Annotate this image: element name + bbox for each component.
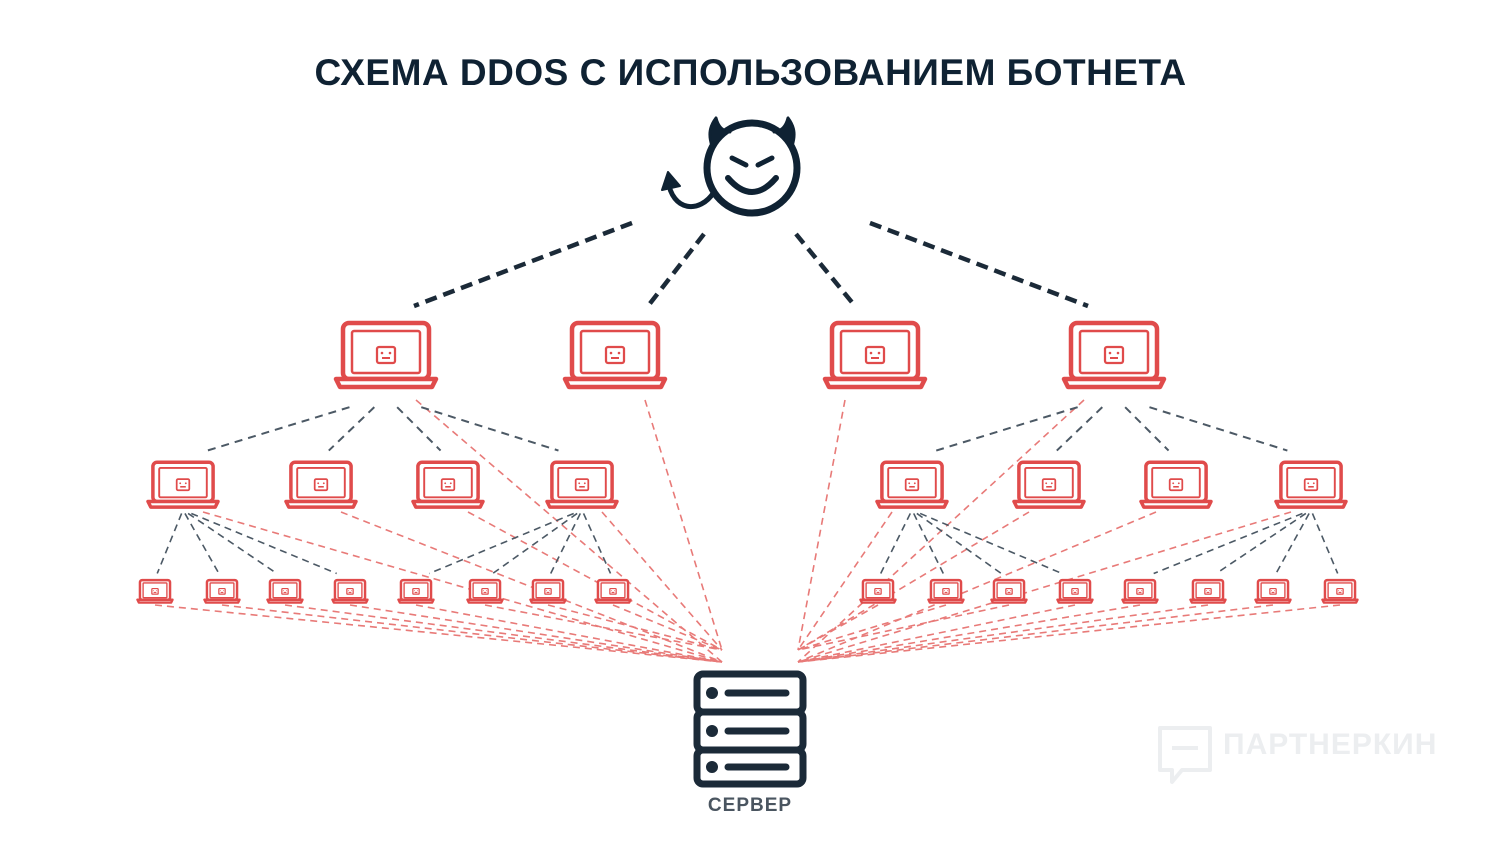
laptop-icon [136, 578, 174, 604]
laptop-icon [990, 578, 1028, 604]
attack-line [202, 511, 723, 663]
control-line [794, 232, 857, 308]
laptop-icon [545, 460, 619, 509]
attack-line [644, 399, 723, 651]
laptop-icon [203, 578, 241, 604]
botnet-line [396, 406, 442, 452]
attack-line [601, 511, 723, 651]
chat-bubble-logo-icon [1158, 726, 1212, 784]
laptop-icon [397, 578, 435, 604]
laptop-icon [1056, 578, 1094, 604]
attack-line [797, 399, 846, 651]
laptop-icon [927, 578, 965, 604]
laptop-icon [822, 320, 928, 390]
botnet-line [420, 406, 559, 452]
attack-line [797, 604, 947, 651]
botnet-line [1124, 406, 1170, 452]
control-line [413, 220, 633, 309]
laptop-icon [859, 578, 897, 604]
botnet-line [1215, 512, 1307, 575]
attack-line [797, 604, 1141, 663]
botnet-line [916, 512, 1002, 575]
bots [136, 320, 1359, 604]
page-title: СХЕМА DDOS С ИСПОЛЬЗОВАНИЕМ БОТНЕТА [314, 52, 1187, 93]
attack-line [340, 511, 723, 663]
botnet-line [582, 513, 612, 574]
attack-line [797, 604, 879, 651]
attack-line [467, 511, 723, 651]
botnet-line [191, 512, 337, 575]
watermark-text: ПАРТНЕРКИН [1223, 728, 1438, 761]
server-label: СЕРВЕР [707, 795, 793, 816]
server-icon [693, 670, 807, 788]
attack-line [349, 604, 723, 663]
botnet-line [919, 512, 1063, 575]
botnet-line [492, 512, 578, 575]
laptop-icon [331, 578, 369, 604]
laptop-icon [411, 460, 485, 509]
laptop-icon [333, 320, 439, 390]
attack-line [612, 604, 723, 651]
botnet-line [428, 512, 575, 575]
laptop-icon [146, 460, 220, 509]
botnet-line [1311, 513, 1339, 574]
attack-line [797, 511, 1030, 651]
laptop-icon [284, 460, 358, 509]
botnet-line [935, 406, 1078, 452]
attack-line [797, 604, 1209, 663]
laptop-icon [1012, 460, 1086, 509]
attack-line [415, 604, 723, 663]
laptop-icon [1254, 578, 1292, 604]
botnet-line [207, 406, 350, 452]
attack-line [797, 604, 1274, 663]
laptop-icon [1189, 578, 1227, 604]
laptop-icon [1139, 460, 1213, 509]
botnet-line [1149, 406, 1288, 452]
botnet-line [1056, 406, 1103, 452]
attack-line [797, 511, 1292, 663]
laptop-icon [1121, 578, 1159, 604]
control-line [646, 232, 706, 308]
devil-smiley-icon [661, 116, 801, 217]
laptop-icon [1321, 578, 1359, 604]
attack-line [284, 604, 723, 663]
laptop-icon [1274, 460, 1348, 509]
attack-line [484, 604, 723, 651]
laptop-icon [266, 578, 304, 604]
attack-line [797, 604, 1341, 663]
attack-line [221, 604, 723, 663]
laptop-icon [529, 578, 567, 604]
botnet-line [156, 513, 183, 574]
laptop-icon [875, 460, 949, 509]
attack-line [797, 511, 1157, 663]
laptop-icon [594, 578, 632, 604]
botnet-line [1153, 512, 1303, 575]
botnet-lines [156, 406, 1339, 575]
attack-line [154, 604, 723, 663]
botnet-line [187, 512, 278, 575]
attack-line [797, 511, 893, 651]
control-line [869, 220, 1089, 309]
laptop-icon [466, 578, 504, 604]
attack-lines [154, 399, 1341, 663]
laptop-icon [562, 320, 668, 390]
attack-line [547, 604, 723, 651]
laptop-icon [1061, 320, 1167, 390]
control-lines [413, 220, 1089, 309]
botnet-line [328, 406, 375, 452]
